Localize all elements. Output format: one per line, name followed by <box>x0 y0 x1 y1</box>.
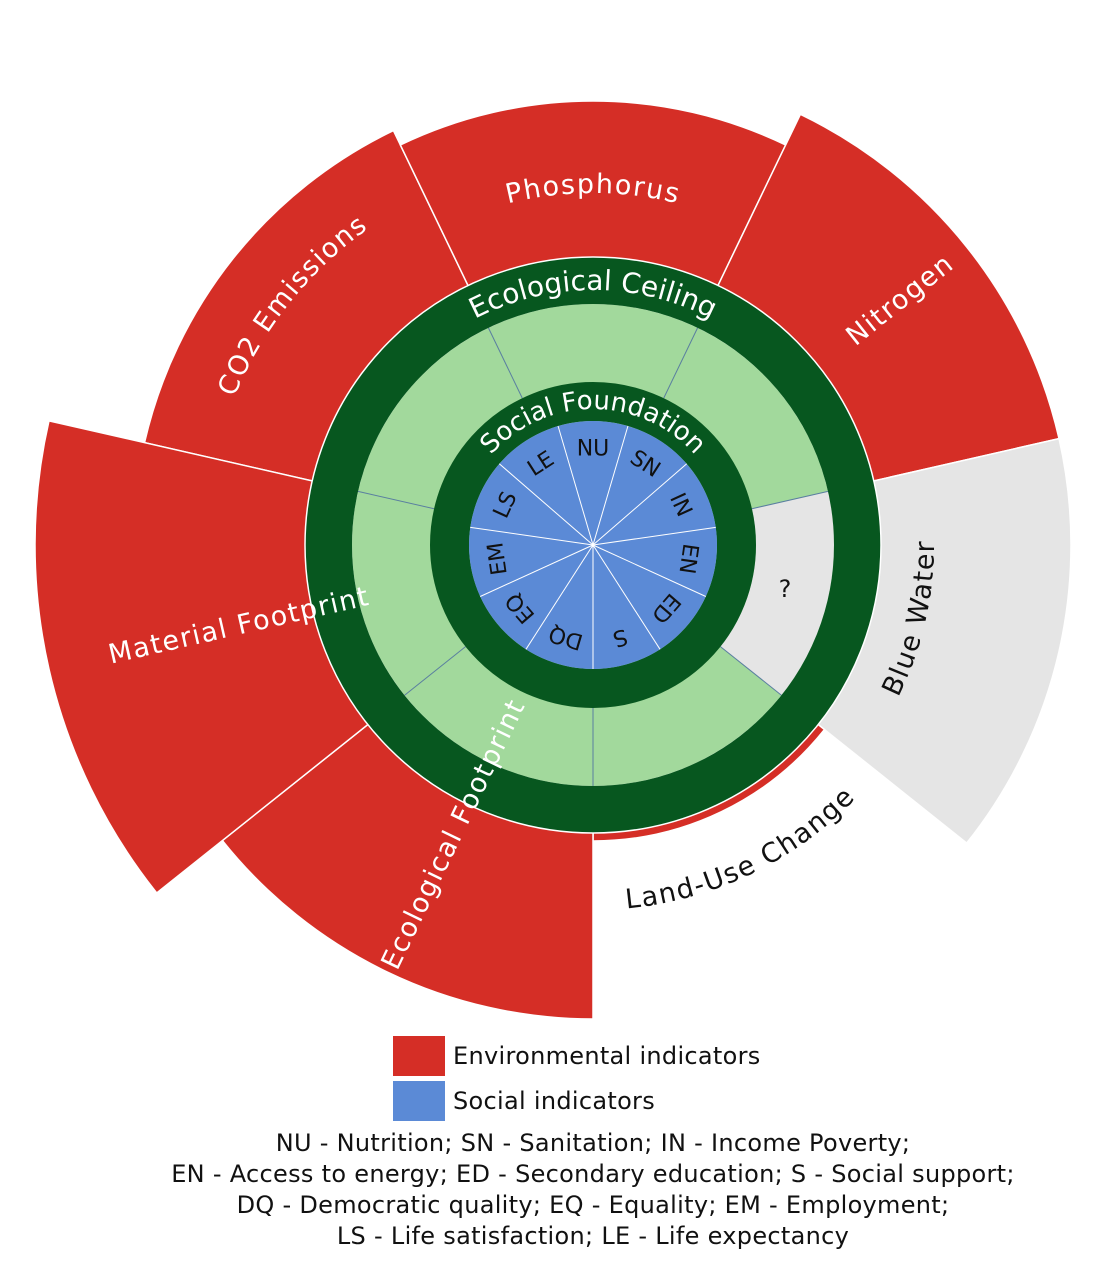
environmental-indicators <box>34 100 1072 1020</box>
social-divider <box>592 544 661 650</box>
abbreviation-line: EN - Access to energy; ED - Secondary ed… <box>171 1160 1015 1188</box>
sector-divider <box>404 646 466 696</box>
legend: Environmental indicators Social indicato… <box>393 1036 761 1126</box>
abbreviation-line: LS - Life satisfaction; LE - Life expect… <box>336 1222 850 1250</box>
sector-divider <box>720 646 782 696</box>
social-divider <box>592 463 688 546</box>
social-divider <box>498 463 594 546</box>
ceiling-outline <box>304 256 882 834</box>
unknown-marker: ? <box>779 575 792 603</box>
legend-swatch-social <box>393 1081 445 1121</box>
social-divider <box>479 544 594 597</box>
social-divider <box>592 425 629 546</box>
sector-divider <box>487 327 523 399</box>
social-divider <box>592 526 716 546</box>
social-divider <box>557 425 594 546</box>
legend-item-social: Social indicators <box>393 1081 761 1121</box>
sector-divider <box>663 327 699 399</box>
ecological-ceiling-ring <box>305 257 881 833</box>
unknown-sector <box>720 491 834 696</box>
legend-label-social: Social indicators <box>453 1087 656 1115</box>
social-label-em: EM <box>483 541 512 577</box>
legend-label-environmental: Environmental indicators <box>453 1042 761 1070</box>
social-divider <box>525 544 594 650</box>
legend-item-environmental: Environmental indicators <box>393 1036 761 1076</box>
abbreviation-line: DQ - Democratic quality; EQ - Equality; … <box>236 1191 950 1219</box>
abbreviation-line: NU - Nutrition; SN - Sanitation; IN - In… <box>275 1129 911 1157</box>
abbreviation-key: NU - Nutrition; SN - Sanitation; IN - In… <box>0 1128 1110 1252</box>
social-divider <box>470 526 594 546</box>
social-label-en: EN <box>673 542 702 576</box>
social-label-s: S <box>610 623 630 651</box>
social-label-nu: NU <box>577 437 610 462</box>
sector-divider <box>357 490 435 510</box>
sector-divider <box>751 490 829 510</box>
legend-swatch-environmental <box>393 1036 445 1076</box>
social-foundation-ring <box>430 382 756 708</box>
social-divider <box>592 544 707 597</box>
